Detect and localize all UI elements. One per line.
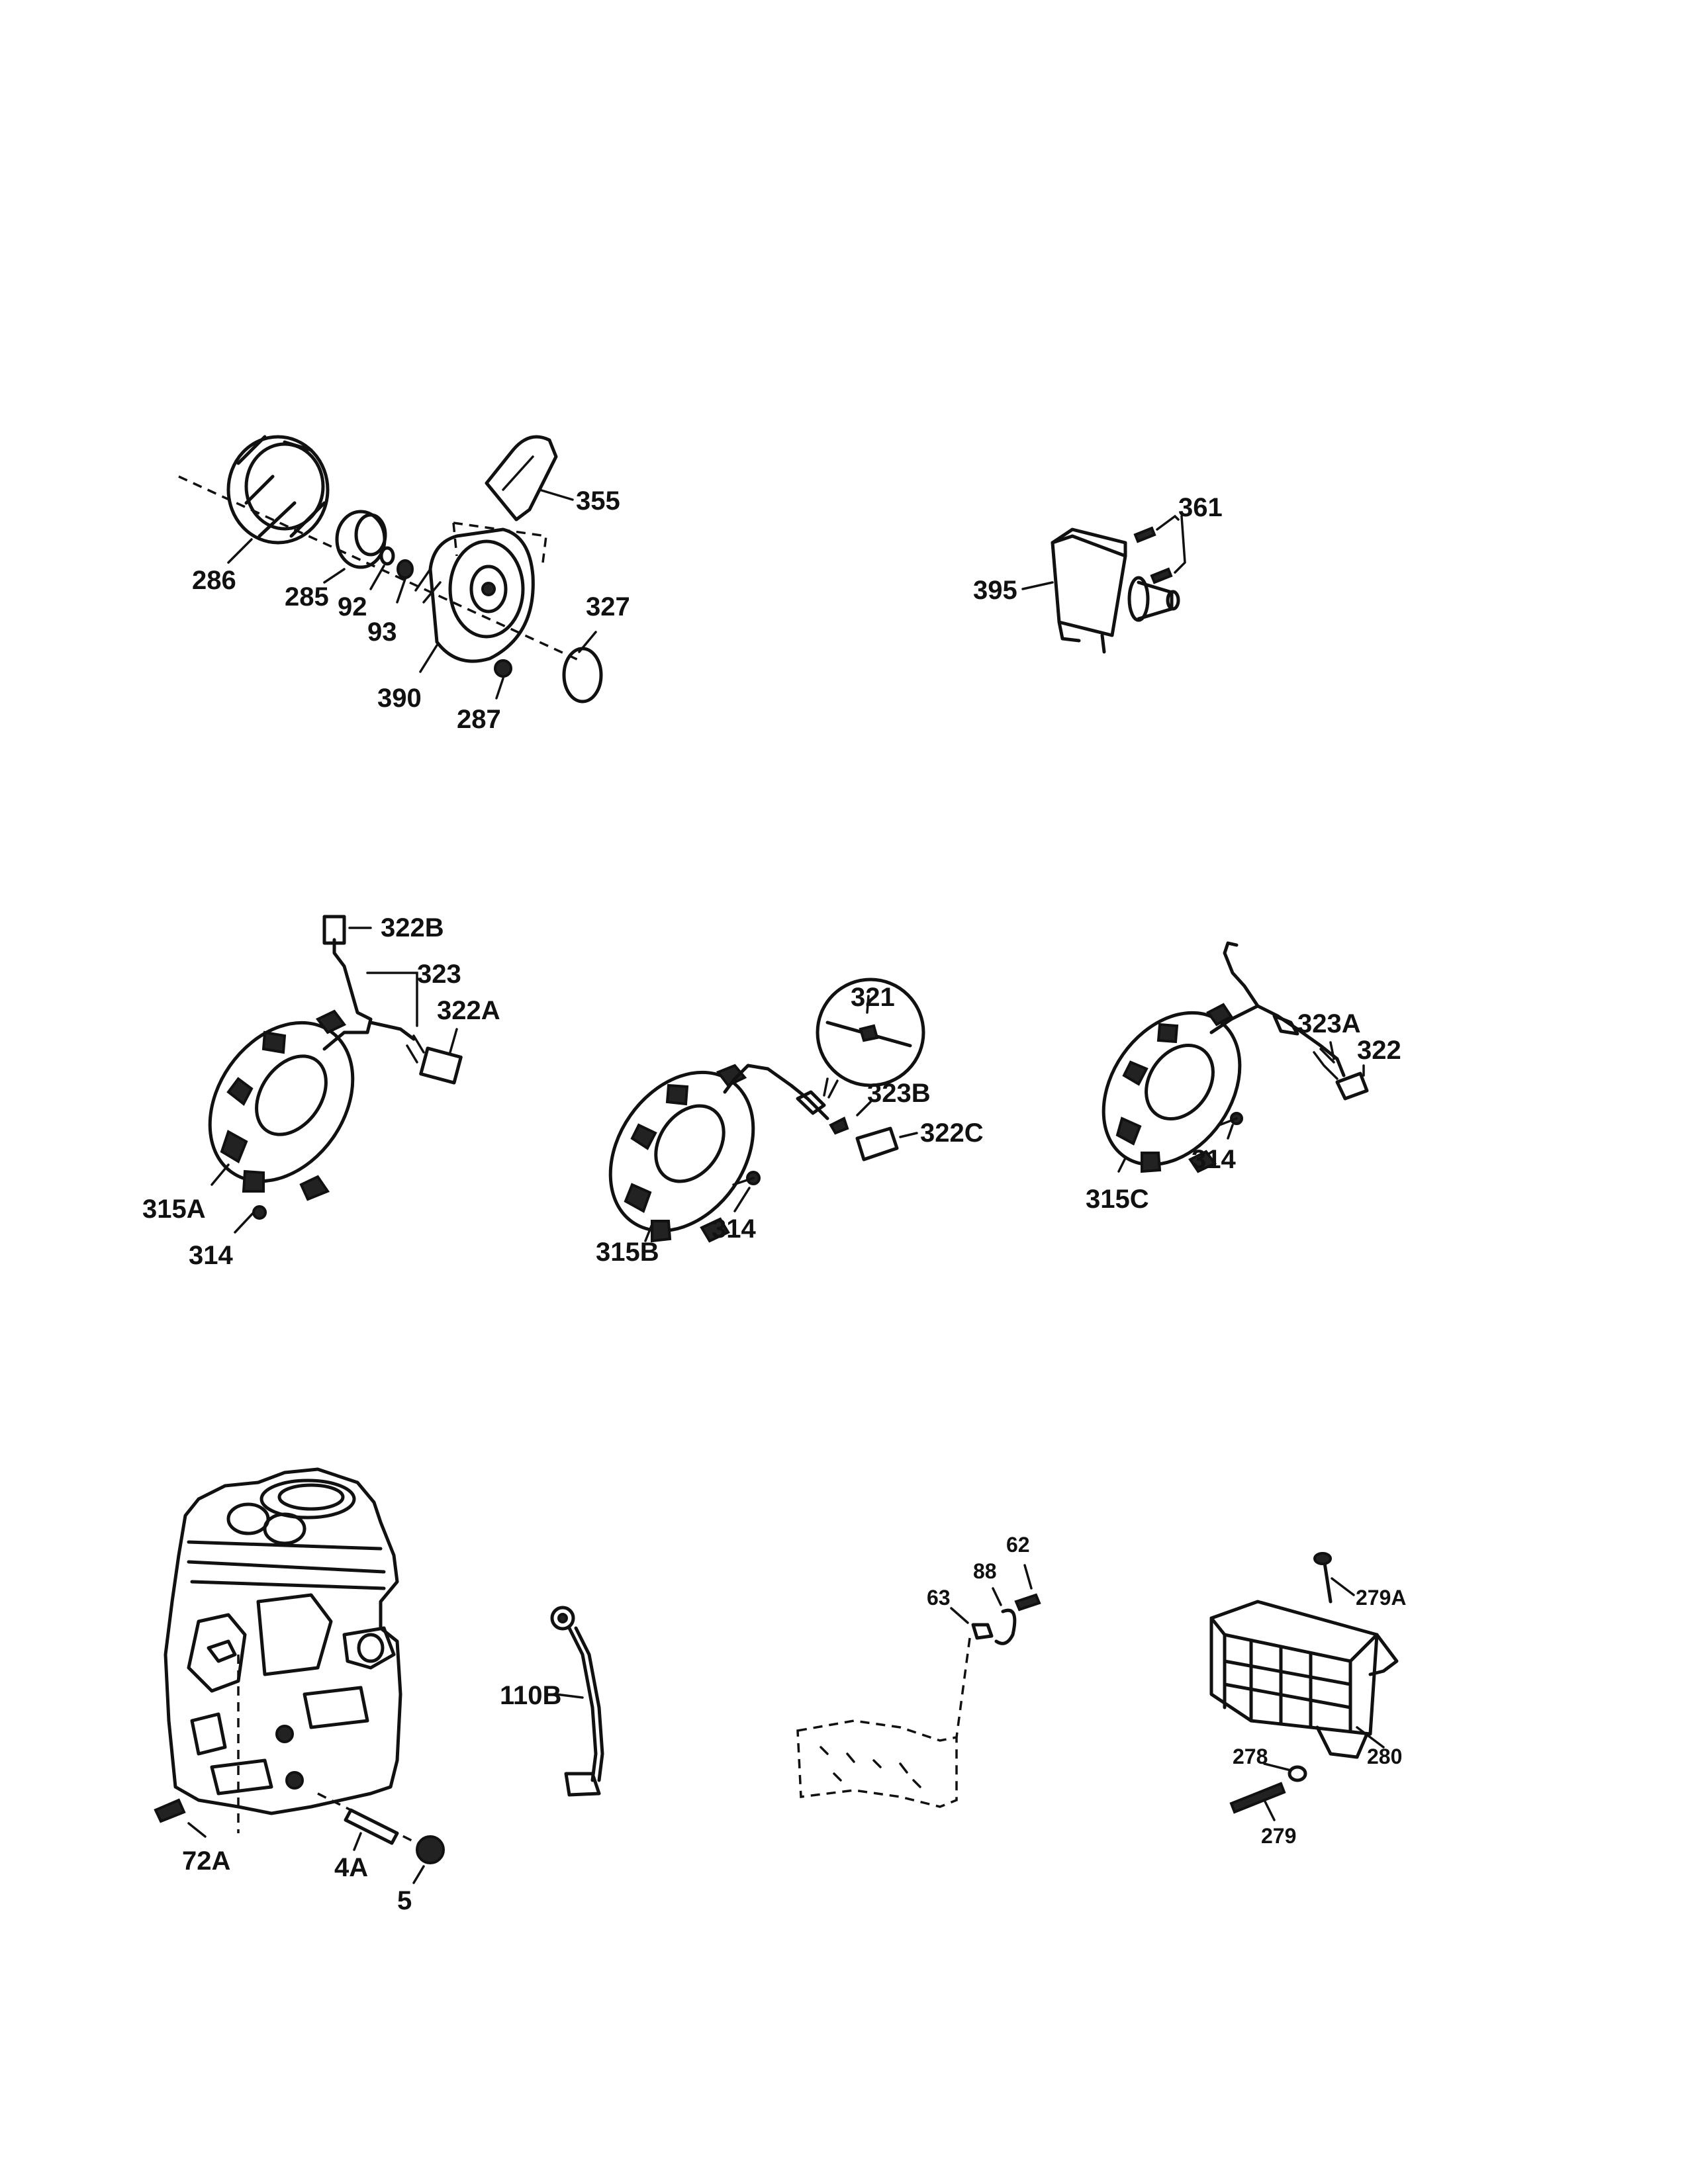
part-63-nut [971,1623,994,1640]
callout-314-b: 314 [712,1214,756,1244]
part-395-switch [1051,527,1180,654]
part-315C-stator [1102,1003,1242,1173]
callout-88: 88 [973,1559,997,1583]
callout-287: 287 [457,705,501,734]
switch-assembly: 361 395 [973,493,1223,654]
part-285-pulley [335,510,387,569]
callout-4A: 4A [334,1853,368,1882]
alternator-c: 323A 322 314 315C [1086,941,1401,1214]
callout-327: 327 [586,592,630,621]
part-390-housing [414,527,535,663]
part-72A-bolt [154,1798,186,1823]
callout-285: 285 [285,582,329,612]
part-321-detail-circle [816,978,925,1087]
part-92-washer [379,546,395,566]
callout-5: 5 [397,1886,412,1915]
callout-278: 278 [1233,1745,1268,1768]
part-62-bolt [1014,1593,1041,1612]
part-110B-ground-wire [550,1606,604,1797]
part-322-connector [1335,1071,1369,1101]
callout-355: 355 [576,486,620,516]
part-286-ring [226,435,330,545]
callout-322C: 322C [920,1118,984,1148]
callout-315C: 315C [1086,1185,1149,1214]
callout-390: 390 [377,684,422,713]
callout-92: 92 [338,592,367,621]
engine-block: 72A 4A 5 [154,1467,445,1915]
part-327-cap [562,647,603,704]
alternator-b: 321 323B 322C 315B 314 [596,978,984,1267]
part-355-handle [452,435,558,563]
callout-323B: 323B [867,1079,931,1108]
ground-wire-assembly: 110B [500,1606,604,1797]
callout-322A: 322A [437,996,500,1025]
callout-286: 286 [192,566,236,595]
bracket-assembly: 62 88 63 [796,1533,1041,1808]
callout-321: 321 [851,983,895,1012]
callout-110B: 110B [500,1681,561,1710]
part-5-plug [416,1835,445,1864]
part-278-washer [1288,1765,1307,1782]
part-280-rectifier [1209,1600,1399,1759]
callout-323A: 323A [1297,1009,1361,1038]
callout-395: 395 [973,576,1017,605]
part-4A-pin [344,1808,399,1845]
callout-279A: 279A [1356,1586,1407,1610]
callout-314-a: 314 [189,1241,233,1270]
callout-322B: 322B [381,913,444,942]
rectifier-assembly: 279A 278 280 279 [1209,1552,1407,1848]
part-315A-stator [208,1009,355,1201]
part-323-wire [322,938,373,1051]
callout-72A: 72A [182,1846,230,1876]
part-cylinder-block [164,1467,402,1815]
part-322C-connector [855,1126,899,1161]
callout-280: 280 [1367,1745,1402,1768]
callout-323: 323 [417,960,461,989]
callout-62: 62 [1006,1533,1030,1557]
callout-315B: 315B [596,1238,659,1267]
part-322B-connector [322,915,346,945]
part-93-nut [397,559,414,579]
callout-315A: 315A [142,1195,206,1224]
part-323B-wire [723,1064,829,1120]
part-279-bolt [1229,1782,1286,1814]
callout-322: 322 [1357,1036,1401,1065]
callout-279: 279 [1261,1824,1296,1848]
callout-93: 93 [367,617,397,647]
starter-assembly: 286 285 92 93 390 287 327 355 [178,435,630,734]
part-88-washer [994,1608,1017,1645]
part-287-nut [494,659,512,678]
alternator-a: 322B 323 322A 315A 314 [142,913,500,1270]
bracket-plate [796,1719,958,1808]
part-279A-screw [1313,1552,1333,1604]
part-322A-connector [419,1046,463,1085]
callout-361: 361 [1178,493,1223,522]
part-361-screws [1133,526,1173,584]
callout-63: 63 [927,1586,951,1610]
callout-314-c: 314 [1192,1145,1236,1174]
